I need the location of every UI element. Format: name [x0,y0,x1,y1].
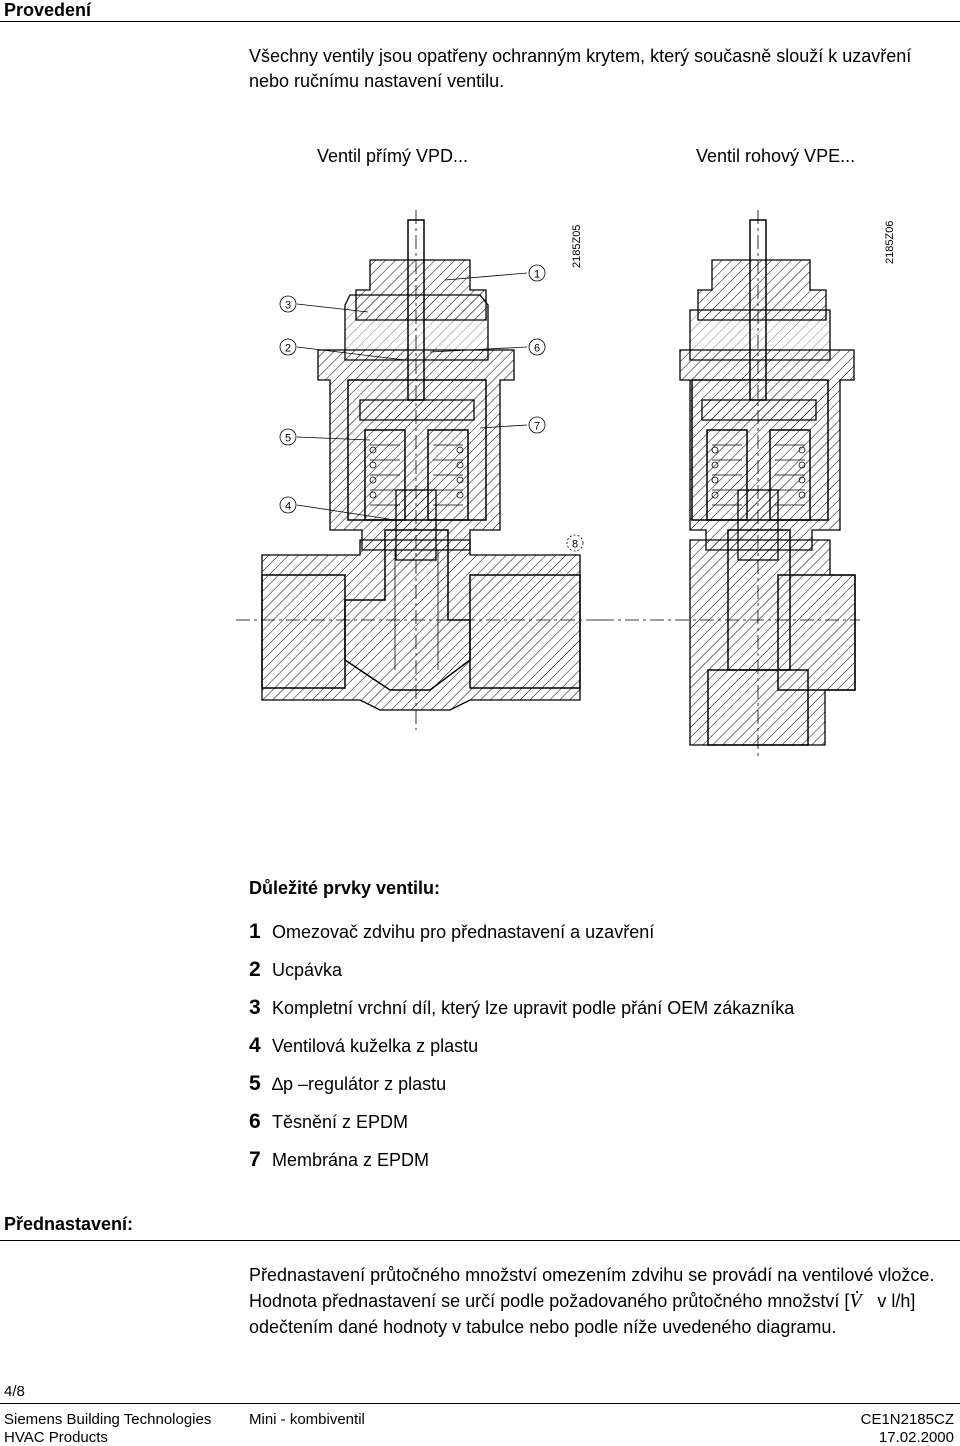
intro-text: Všechny ventily jsou opatřeny ochranným … [249,44,949,94]
straight-valve-label: Ventil přímý VPD... [317,146,469,166]
valve-cross-section-drawing: 1 3 2 6 5 7 4 8 [236,210,860,760]
parts-item-text: Ventilová kuželka z plastu [272,1036,479,1056]
callout-7: 7 [528,416,546,434]
parts-list-title: Důležité prvky ventilu: [249,878,441,898]
callout-6: 6 [528,338,546,356]
parts-item-text: Omezovač zdvihu pro přednastavení a uzav… [272,922,655,942]
parts-item-5: 5 ∆p –regulátor z plastu [249,1072,446,1096]
callout-2: 2 [279,338,297,356]
section-title-provedeni: Provedení [4,0,92,20]
callout-5: 5 [279,428,297,446]
parts-item-number: 6 [249,1110,261,1133]
presetting-line-2a: Hodnota přednastavení se určí podle poža… [249,1291,850,1311]
callout-4: 4 [279,496,297,514]
parts-item-2: 2 Ucpávka [249,958,342,982]
presetting-line-2: Hodnota přednastavení se určí podle poža… [249,1288,949,1314]
parts-item-text: ∆p –regulátor z plastu [272,1074,447,1094]
parts-item-3: 3 Kompletní vrchní díl, který lze upravi… [249,996,794,1020]
parts-item-4: 4 Ventilová kuželka z plastu [249,1034,478,1058]
parts-item-text: Membrána z EPDM [272,1150,430,1170]
presetting-line-3: odečtením dané hodnoty v tabulce nebo po… [249,1317,837,1337]
footer-company: Siemens Building Technologies [4,1411,212,1428]
parts-item-number: 7 [249,1148,261,1171]
svg-text:5: 5 [285,433,291,445]
footer-rule [0,1403,960,1404]
angle-valve-label: Ventil rohový VPE... [696,146,856,166]
callout-1: 1 [528,264,546,282]
angle-valve-drawing [600,210,860,760]
presetting-line-2b: v l/h] [877,1291,916,1311]
footer-division: HVAC Products [4,1429,108,1446]
svg-text:8: 8 [572,539,578,551]
footer-product: Mini - kombiventil [249,1411,365,1428]
straight-valve-drawing [236,210,600,730]
header-rule [0,21,960,22]
presetting-rule [0,1240,960,1241]
footer-date: 17.02.2000 [878,1429,954,1446]
footer-doc-code: CE1N2185CZ [860,1411,954,1428]
presetting-line-1: Přednastavení průtočného množství omezen… [249,1265,935,1285]
parts-item-number: 3 [249,996,261,1019]
svg-text:1: 1 [534,269,540,281]
parts-item-text: Těsnění z EPDM [272,1112,409,1132]
parts-item-7: 7 Membrána z EPDM [249,1148,429,1172]
parts-item-number: 5 [249,1072,261,1095]
svg-text:4: 4 [285,501,291,513]
svg-text:2: 2 [285,343,291,355]
svg-text:6: 6 [534,343,540,355]
callout-3: 3 [279,295,297,313]
parts-item-6: 6 Těsnění z EPDM [249,1110,408,1134]
presetting-paragraph: Přednastavení průtočného množství omezen… [249,1262,949,1340]
parts-item-1: 1 Omezovač zdvihu pro přednastavení a uz… [249,920,654,944]
flow-rate-symbol: V̇ [849,1290,862,1312]
parts-item-text: Kompletní vrchní díl, který lze upravit … [272,998,795,1018]
intro-line-2: nebo ručnímu nastavení ventilu. [249,71,505,91]
leader-lines [296,272,528,521]
svg-text:3: 3 [285,300,291,312]
page-number: 4/8 [4,1383,25,1400]
svg-text:7: 7 [534,421,540,433]
parts-item-text: Ucpávka [272,960,343,980]
intro-line-1: Všechny ventily jsou opatřeny ochranným … [249,46,912,66]
parts-item-number: 4 [249,1034,261,1057]
section-title-prednastaveni: Přednastavení: [4,1214,134,1234]
callout-8: 8 [566,534,584,552]
parts-item-number: 1 [249,920,261,943]
parts-item-number: 2 [249,958,261,981]
